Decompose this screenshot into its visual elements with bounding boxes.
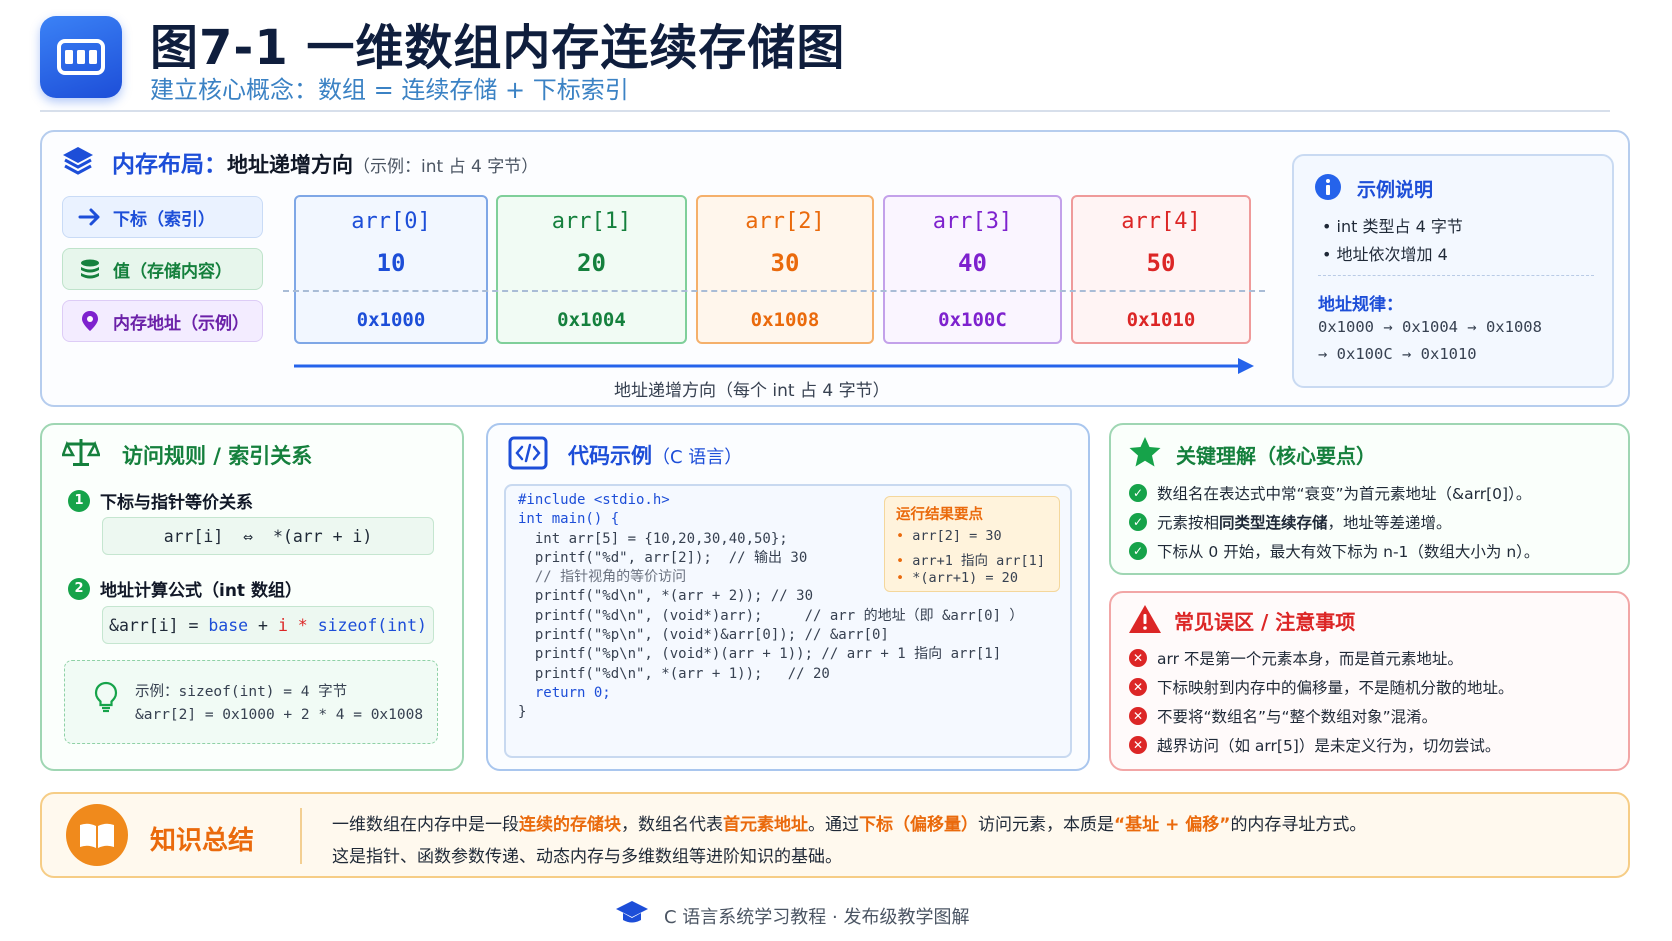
lightbulb-icon <box>92 680 120 718</box>
check-icon: ✓ <box>1129 542 1147 560</box>
x-circle-icon: ✕ <box>1129 736 1147 754</box>
equivalence-formula: arr[i] ⇔ *(arr + i) <box>102 517 434 555</box>
graduation-cap-icon <box>614 898 650 930</box>
address-direction-arrow <box>294 356 1256 380</box>
code-line: printf("%p\n", (void*)(arr + 1)); // arr… <box>518 646 1002 663</box>
array-cell-2: arr[2] 30 0x1008 <box>696 195 874 344</box>
code-line: printf("%p\n", (void*)&arr[0]); // &arr[… <box>518 627 889 644</box>
info-bullet: • 地址依次增加 4 <box>1322 245 1448 264</box>
legend-address: 内存地址（示例） <box>62 300 263 342</box>
page-title: 图7-1 一维数组内存连续存储图 <box>150 20 846 76</box>
arrow-right-icon <box>78 208 100 226</box>
common-mistakes-panel <box>1109 591 1630 771</box>
x-circle-icon: ✕ <box>1129 707 1147 725</box>
info-divider <box>1318 275 1594 276</box>
code-line: printf("%d\n", *(arr + 2)); // 30 <box>518 588 814 605</box>
warning-icon <box>1128 603 1162 639</box>
key-item: ✓下标从 0 开始，最大有效下标为 n-1（数组大小为 n）。 <box>1129 540 1539 562</box>
address-rule-title: 地址规律： <box>1318 295 1403 315</box>
page-subtitle: 建立核心概念：数组 = 连续存储 + 下标索引 <box>150 76 629 104</box>
warning-item: ✕下标映射到内存中的偏移量，不是随机分散的地址。 <box>1129 676 1514 698</box>
array-cell-4: arr[4] 50 0x1010 <box>1071 195 1251 344</box>
summary-panel <box>40 792 1630 878</box>
code-lines: #include <stdio.h> int main() { int arr[5… <box>518 491 1023 723</box>
summary-line: 一维数组在内存中是一段连续的存储块，数组名代表首元素地址。通过下标（偏移量）访问… <box>332 815 1367 835</box>
logo <box>40 16 122 98</box>
legend-value: 值（存储内容） <box>62 248 263 290</box>
run-result-item: • *(arr+1) = 20 <box>896 570 1018 586</box>
key-understanding-title: 关键理解（核心要点） <box>1176 444 1376 468</box>
code-line: int arr[5] = {10,20,30,40,50}; <box>518 530 788 547</box>
example-line: &arr[2] = 0x1000 + 2 * 4 = 0x1008 <box>135 707 424 723</box>
check-icon: ✓ <box>1129 484 1147 502</box>
code-line: printf("%d", arr[2]); // 输出 30 <box>518 549 808 566</box>
address-direction-label: 地址递增方向（每个 int 占 4 字节） <box>614 381 890 401</box>
key-item: ✓元素按相同类型连续存储，地址等差递增。 <box>1129 511 1452 533</box>
book-icon <box>66 804 128 866</box>
example-info-box <box>1292 154 1614 388</box>
footer-text: C 语言系统学习教程 · 发布级教学图解 <box>664 907 970 928</box>
memory-layout-title: 内存布局：地址递增方向（示例：int 占 4 字节） <box>112 152 539 178</box>
array-cell-3: arr[3] 40 0x100C <box>883 195 1062 344</box>
common-mistakes-title: 常见误区 / 注意事项 <box>1174 610 1356 634</box>
code-line: int main() { <box>518 511 620 528</box>
key-understanding-panel <box>1109 423 1630 575</box>
run-result-title: 运行结果要点 <box>896 507 983 523</box>
code-line: printf("%d\n", (void*)arr); // arr 的地址（即… <box>518 607 1024 624</box>
run-result-box <box>884 496 1060 592</box>
access-rules-title: 访问规则 / 索引关系 <box>122 444 313 468</box>
code-line: printf("%d\n", *(arr + 1)); // 20 <box>518 665 830 682</box>
array-cell-0: arr[0] 10 0x1000 <box>294 195 488 344</box>
example-box <box>64 660 438 744</box>
array-cells-icon <box>57 39 105 75</box>
x-circle-icon: ✕ <box>1129 649 1147 667</box>
summary-title: 知识总结 <box>150 826 255 856</box>
example-line: 示例：sizeof(int) = 4 字节 <box>135 684 348 700</box>
array-cell-1: arr[1] 20 0x1004 <box>496 195 687 344</box>
layers-icon <box>60 143 96 183</box>
info-icon <box>1314 173 1342 205</box>
x-circle-icon: ✕ <box>1129 678 1147 696</box>
address-rule-line: 0x1000 → 0x1004 → 0x1008 <box>1318 318 1542 336</box>
warning-item: ✕越界访问（如 arr[5]）是未定义行为，切勿尝试。 <box>1129 734 1500 756</box>
code-icon <box>508 436 548 474</box>
value-address-divider <box>283 290 1265 292</box>
run-result-item: • arr+1 指向 arr[1] <box>896 553 1045 569</box>
info-bullet: • int 类型占 4 字节 <box>1322 217 1463 236</box>
legend-index: 下标（索引） <box>62 196 263 238</box>
address-rule-line: → 0x100C → 0x1010 <box>1318 345 1477 363</box>
location-pin-icon <box>82 311 98 331</box>
summary-line: 这是指针、函数参数传递、动态内存与多维数组等进阶知识的基础。 <box>332 847 842 867</box>
code-line: return 0; <box>518 684 611 701</box>
check-icon: ✓ <box>1129 513 1147 531</box>
code-line: // 指针视角的等价访问 <box>518 569 687 586</box>
run-result-item: • arr[2] = 30 <box>896 528 1002 544</box>
code-line: #include <stdio.h> <box>518 492 670 508</box>
balance-scale-icon <box>61 436 101 472</box>
summary-divider <box>300 808 302 864</box>
address-formula: &arr[i] = base + i * sizeof(int) <box>102 606 434 644</box>
warning-item: ✕arr 不是第一个元素本身，而是首元素地址。 <box>1129 647 1463 669</box>
database-icon <box>81 259 99 279</box>
header-divider <box>40 110 1610 112</box>
code-example-title: 代码示例（C 语言） <box>568 444 743 468</box>
warning-item: ✕不要将“数组名”与“整个数组对象”混淆。 <box>1129 705 1437 727</box>
info-title: 示例说明 <box>1357 179 1434 201</box>
star-icon <box>1128 436 1162 472</box>
code-line: } <box>518 704 527 721</box>
key-item: ✓数组名在表达式中常“衰变”为首元素地址（&arr[0]）。 <box>1129 482 1531 504</box>
